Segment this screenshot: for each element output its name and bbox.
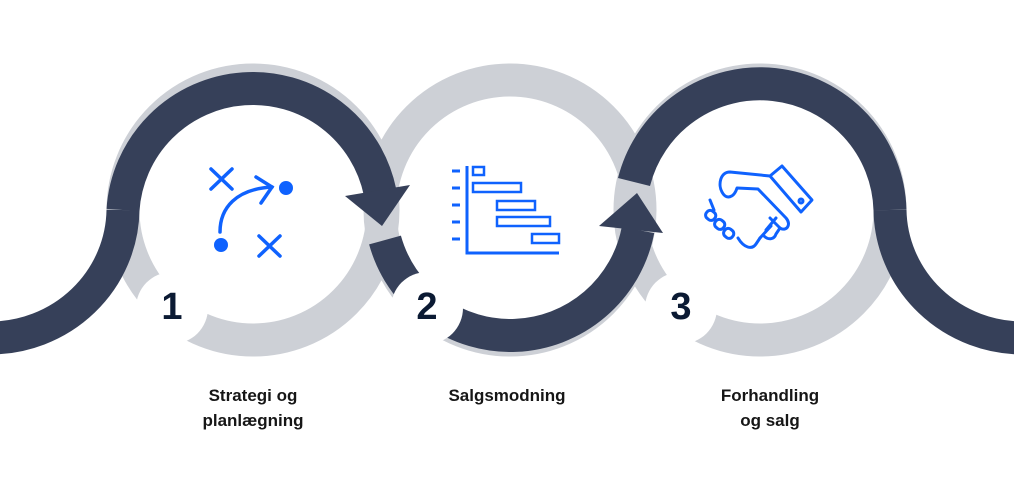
badge-bg-1: [136, 272, 208, 344]
gantt-chart-icon: [452, 165, 561, 255]
step-number-3: 3: [670, 286, 692, 328]
arrowhead-1: [345, 185, 410, 226]
badge-bg-3: [645, 272, 717, 344]
step-label-2-line1: Salgsmodning: [448, 386, 566, 405]
step-label-3-line1: Forhandling: [720, 386, 820, 405]
strategy-play-icon: [209, 167, 293, 258]
badge-bg-2: [391, 272, 463, 344]
step-label-2: Salgsmodning: [407, 383, 607, 408]
handshake-icon: [704, 164, 814, 249]
step-label-3: Forhandling og salg: [670, 383, 870, 433]
arrowhead-2: [599, 193, 663, 233]
flow-left-curve: [0, 209, 140, 355]
flow-arc-1: [106, 71, 397, 212]
flow-arc-3: [618, 67, 907, 211]
step-number-2: 2: [416, 286, 438, 328]
flow-right-curve: [873, 209, 1014, 355]
step-label-1-line1: Strategi og: [208, 386, 298, 405]
step-label-1: Strategi og planlægning: [153, 383, 353, 433]
step-label-1-line2: planlægning: [202, 411, 304, 430]
step-label-3-line2: og salg: [740, 411, 800, 430]
step-number-1: 1: [161, 286, 183, 328]
